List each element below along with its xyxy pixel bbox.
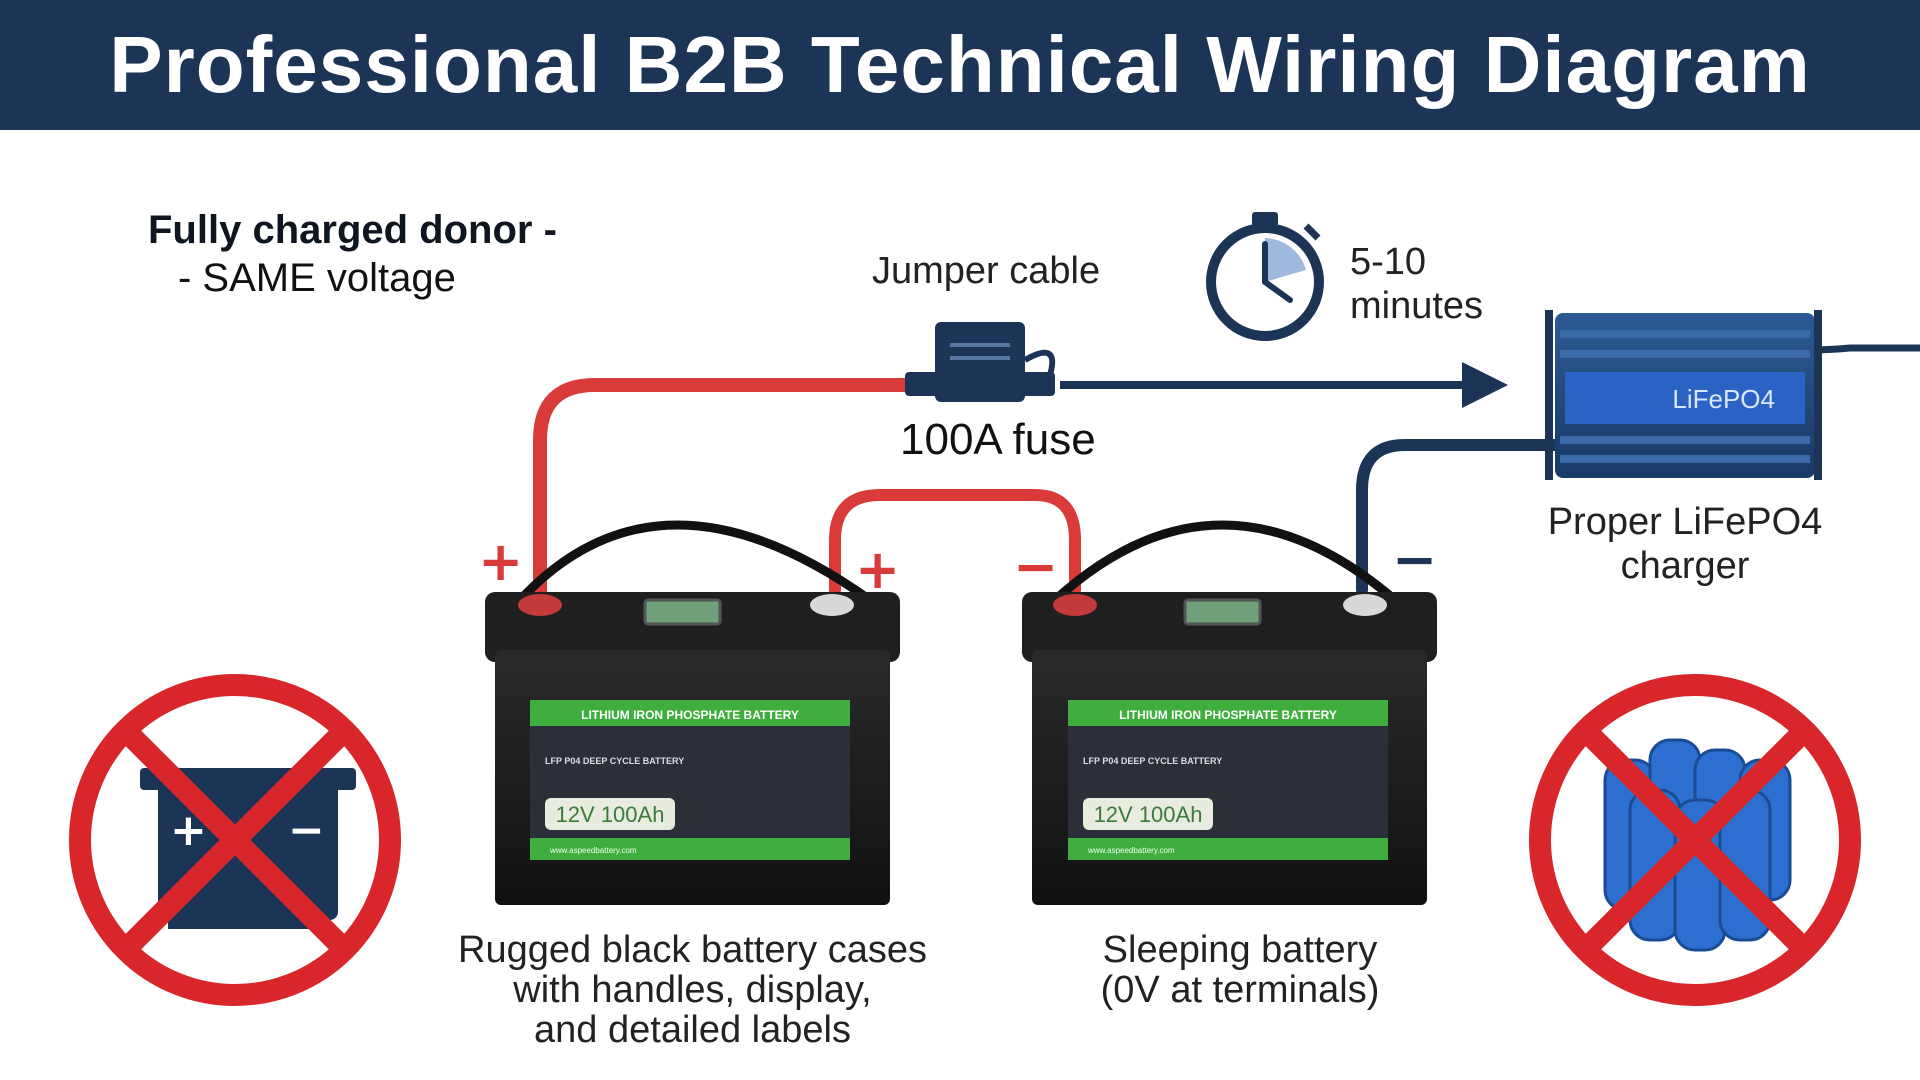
charger-label-line2: charger [1620,545,1750,587]
prohibited-cells-icon [1529,674,1861,1006]
charger-label-line1: Proper LiFePO4 [1547,501,1823,543]
link-plus-sign: + [855,538,901,601]
positive-jumper-cable [533,378,927,607]
left-plus-sign: + [478,530,524,593]
battery-left-caption-line2: with handles, display, [513,969,872,1011]
battery-right-banner: LITHIUM IRON PHOSPHATE BATTERY [1119,708,1337,722]
battery-left-banner: LITHIUM IRON PHOSPHATE BATTERY [581,708,799,722]
charger-label: Proper LiFePO4 charger [1530,500,1840,588]
donor-label-line1: Fully charged donor - [148,208,557,252]
battery-left-caption-line1: Rugged black battery cases [458,929,927,971]
negative-cable [1356,439,1566,596]
timer-label-line2: minutes [1350,285,1484,327]
prohibited-lead-acid-icon: + − [69,674,401,1006]
lead-acid-minus: − [288,805,325,856]
battery-right-caption: Sleeping battery (0V at terminals) [1070,930,1410,1010]
battery-right-website: www.aspeedbattery.com [1087,846,1175,855]
fuse-label: 100A fuse [900,415,1096,464]
stopwatch-icon [1206,212,1324,341]
timer-label: 5-10 minutes [1350,240,1483,328]
jumper-cable-label: Jumper cable [872,250,1101,292]
link-minus-sign: − [1013,535,1059,598]
page-title: Professional B2B Technical Wiring Diagra… [109,20,1811,109]
battery-left-rating: 12V 100Ah [556,802,665,827]
battery-left-caption-line3: and detailed labels [534,1009,851,1051]
timer-label-line1: 5-10 [1350,241,1427,283]
charger-icon: LiFePO4 [1545,310,1822,480]
battery-right-caption-line2: (0V at terminals) [1100,969,1380,1011]
battery-left-caption: Rugged black battery cases with handles,… [440,930,945,1050]
battery-right-model: LFP P04 DEEP CYCLE BATTERY [1083,756,1222,766]
battery-right-rating: 12V 100Ah [1094,802,1203,827]
header-bar: Professional B2B Technical Wiring Diagra… [0,0,1920,130]
charger-output-cable [1804,344,1920,354]
series-link-cable [829,489,1081,596]
battery-left: LITHIUM IRON PHOSPHATE BATTERY LFP P04 D… [485,520,900,905]
donor-label-line2: - SAME voltage [178,256,456,300]
charger-screen-text: LiFePO4 [1672,384,1775,414]
fuse-icon [905,322,1056,402]
arrow-head-icon [1462,362,1508,408]
battery-right: LITHIUM IRON PHOSPHATE BATTERY LFP P04 D… [1022,520,1437,905]
right-minus-sign: − [1392,528,1438,591]
battery-left-website: www.aspeedbattery.com [549,846,637,855]
battery-right-caption-line1: Sleeping battery [1102,929,1378,971]
battery-left-model: LFP P04 DEEP CYCLE BATTERY [545,756,684,766]
